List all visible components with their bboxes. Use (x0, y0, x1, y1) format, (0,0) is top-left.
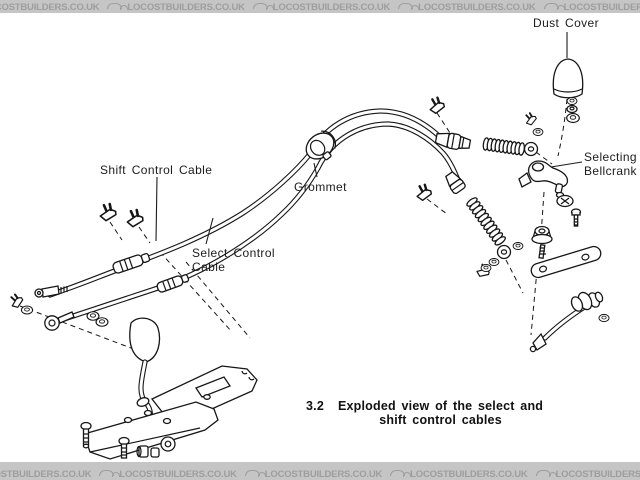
washer (20, 305, 34, 315)
watermark-tile: LOCOSTBUILDERS.CO.UK (398, 1, 536, 14)
cable-clip (522, 110, 539, 128)
watermark-tile: LOCOSTBUILDERS.CO.UK (535, 468, 640, 480)
bellcrank-bracket (530, 245, 602, 279)
cable-clip (414, 182, 434, 203)
watermark-tile: LOCOSTBUILDERS.CO.UK (244, 468, 383, 480)
figure-caption-line2: shift control cables (379, 413, 502, 427)
watermark-text: LOCOSTBUILDERS.CO.UK (127, 1, 245, 13)
select-control-cable-drawing (55, 121, 462, 324)
select-lever-drawing (529, 291, 604, 353)
figure-number: 3.2 (306, 399, 324, 413)
watermark-text: LOCOSTBUILDERS.CO.UK (119, 468, 237, 480)
rubber-cup (531, 225, 553, 245)
watermark-tile: LOCOSTBUILDERS.CO.UK (252, 1, 391, 14)
label-leader-lines (155, 32, 583, 245)
watermark-text: LOCOSTBUILDERS.CO.UK (272, 1, 391, 13)
selecting-bellcrank-label: Selecting Bellcrank (584, 150, 637, 178)
watermark-text: LOCOSTBUILDERS.CO.UK (418, 1, 536, 13)
select-cable-boot (445, 171, 466, 195)
watermark-band-bottom: LOCOSTBUILDERS.CO.UK LOCOSTBUILDERS.CO.UK… (0, 462, 640, 480)
dust-cover-label: Dust Cover (533, 16, 600, 30)
select-cable-spring (466, 197, 506, 246)
watermark-text: LOCOSTBUILDERS.CO.UK (0, 1, 100, 13)
select-control-cable-label: Select Control Cable (192, 246, 275, 274)
nut (566, 104, 578, 114)
figure-caption: 3.2 Exploded view of the select and shif… (306, 399, 543, 427)
cable-eyelet-end (44, 311, 75, 331)
watermark-tile: LOCOSTBUILDERS.CO.UK (107, 1, 245, 14)
shift-cable-eyelet (523, 141, 539, 157)
watermark-tile: LOCOSTBUILDERS.CO.UK (390, 468, 528, 480)
locost-car-logo-icon (398, 3, 420, 10)
selecting-bellcrank-drawing (518, 160, 569, 199)
locost-car-logo-icon (390, 470, 412, 477)
shift-cable-spring (482, 137, 526, 156)
washer (480, 264, 492, 272)
locost-car-logo-icon (543, 3, 565, 10)
cable-adjuster (156, 274, 190, 293)
watermark-text: LOCOSTBUILDERS.CO.UK (0, 468, 92, 480)
watermark-tile: LOCOSTBUILDERS.CO.UK (0, 468, 92, 480)
shift-lever-assembly (83, 317, 258, 460)
shifter-bolt (80, 421, 92, 449)
cable-clip (98, 202, 118, 223)
cable-clip (125, 208, 145, 229)
mounting-stud (538, 244, 546, 259)
watermark-text: LOCOSTBUILDERS.CO.UK (555, 468, 640, 480)
watermark-tile: LOCOSTBUILDERS.CO.UK (0, 1, 100, 14)
watermark-text: LOCOSTBUILDERS.CO.UK (410, 468, 528, 480)
shift-cable-boot (434, 132, 472, 150)
locost-car-logo-icon (107, 3, 129, 10)
flanged-washer (556, 194, 574, 208)
washer (512, 242, 524, 250)
assembly-dashed-lines (19, 98, 568, 357)
select-cable-eyelet (496, 244, 512, 260)
shifter-spacers (136, 436, 176, 458)
grommet-label: Grommet (294, 180, 347, 194)
washer (598, 313, 610, 323)
washer (566, 97, 578, 105)
washer (532, 128, 544, 136)
grommet-drawing (305, 130, 336, 161)
shifter-bolt (118, 436, 130, 459)
shift-control-cable-label: Shift Control Cable (100, 163, 213, 177)
figure-caption-line1: Exploded view of the select and (337, 399, 544, 413)
cable-clip (426, 95, 447, 116)
locost-car-logo-icon (244, 470, 266, 477)
cable-clevis-end (34, 285, 68, 298)
watermark-tile: LOCOSTBUILDERS.CO.UK (99, 468, 237, 480)
washer (566, 112, 580, 124)
watermark-text: LOCOSTBUILDERS.CO.UK (264, 468, 383, 480)
dust-cover-drawing (552, 58, 584, 99)
locost-car-logo-icon (252, 3, 274, 10)
figure-caption-text: Exploded view of the select and shift co… (338, 399, 543, 427)
locost-car-logo-icon (535, 470, 557, 477)
cable-adjuster (112, 252, 151, 274)
washer (95, 317, 109, 327)
bolt (570, 208, 582, 227)
washer (488, 258, 500, 266)
watermark-text: LOCOSTBUILDERS.CO.UK (563, 1, 640, 13)
watermark-band-top: LOCOSTBUILDERS.CO.UK LOCOSTBUILDERS.CO.UK… (0, 0, 640, 13)
watermark-tile: LOCOSTBUILDERS.CO.UK (543, 1, 640, 14)
locost-car-logo-icon (99, 470, 121, 477)
